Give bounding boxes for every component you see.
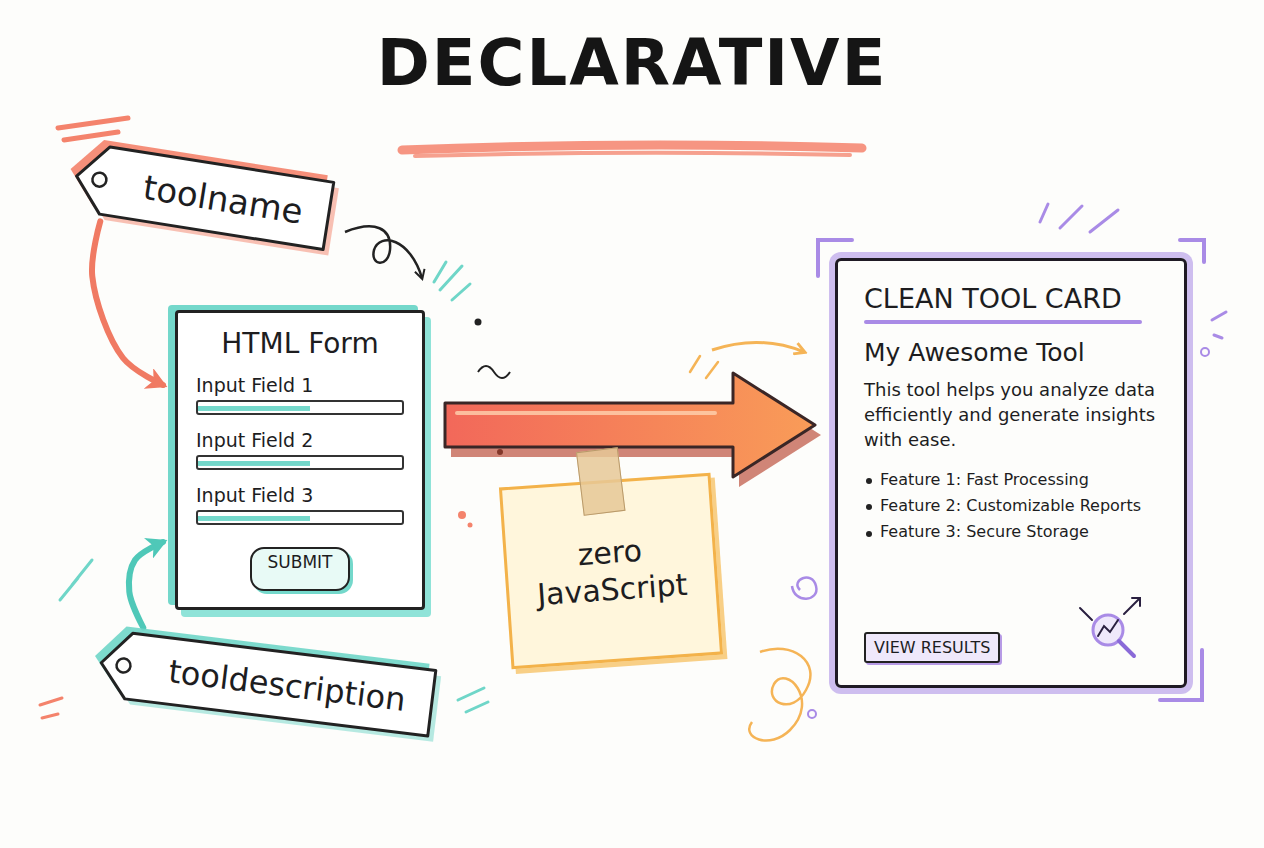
edge-label: zero JavaScript [505,516,717,625]
input-field [196,510,404,525]
field-label: Input Field 1 [196,374,404,396]
card-title: CLEAN TOOL CARD [864,283,1166,314]
title: DECLARATIVE [0,26,1264,100]
dot [475,319,482,326]
feature-item: Feature 2: Customizable Reports [864,493,1166,519]
sticky-note: zero JavaScript [499,473,723,669]
bullet [866,531,872,537]
magnifier-icon [1080,598,1140,656]
feature-item: Feature 1: Fast Processing [864,467,1166,493]
brush-mark [458,688,488,712]
title-underline [415,153,850,156]
input-field [196,400,404,415]
bullet [866,478,872,484]
arrow-highlight [457,411,715,415]
brush-mark [60,560,92,600]
button-label: VIEW RESULTS [874,638,990,657]
edge-group [129,542,163,628]
edge-group [92,221,163,385]
bracket [1160,650,1202,700]
curved-arrow [92,221,163,385]
input-field [196,455,404,470]
feature-item: Feature 3: Secure Storage [864,519,1166,545]
dot [458,511,466,519]
edge-group [445,373,821,487]
card-heading: My Awesome Tool [864,338,1166,367]
bullet [866,504,872,510]
submit-button: SUBMIT [250,547,351,591]
field-label: Input Field 3 [196,484,404,506]
dot [808,710,816,718]
field-label: Input Field 2 [196,429,404,451]
tag-label: toolname [71,142,333,249]
swirl [749,649,810,741]
brush-mark [690,356,718,378]
accent-arrow [712,342,804,352]
sparkle [1040,204,1118,232]
brush-mark [40,698,62,718]
brush-mark [58,118,128,140]
dot [468,523,473,528]
tape [576,447,625,516]
button: VIEW RESULTS [864,632,1000,663]
sparkle [1212,312,1226,338]
swirl [792,578,816,599]
title-underline [402,145,862,150]
tool-card: CLEAN TOOL CARD My Awesome ToolThis tool … [835,258,1187,688]
card-description: This tool helps you analyze data efficie… [864,377,1166,453]
squiggle [478,366,510,378]
dot [1201,348,1209,356]
button-label: SUBMIT [268,552,333,572]
title-rule [864,320,1142,324]
tag-label: tooldescription [97,630,435,736]
form-box: HTML FormInput Field 1 Input Field 2 Input… [175,310,425,610]
curved-arrow [129,542,163,628]
form-title: HTML Form [196,327,404,360]
curly-arrow [345,226,422,278]
block-arrow [445,373,815,477]
brush-mark [434,262,470,300]
